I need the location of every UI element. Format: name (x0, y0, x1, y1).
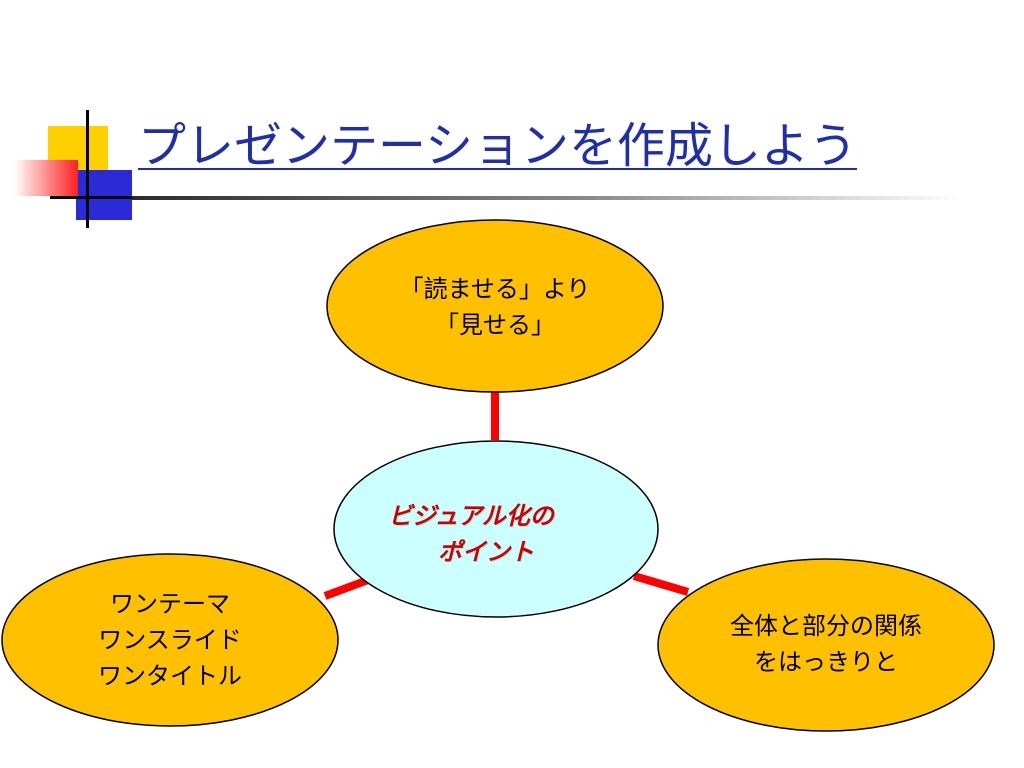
node-top-line-1: 「読ませる」より (399, 275, 591, 303)
node-right-label: 全体と部分の関係 をはっきりと (660, 604, 992, 684)
decor-red-gradient-bar (14, 160, 78, 196)
node-right-ellipse (657, 558, 995, 732)
center-line-1: ビジュアル化の (388, 502, 554, 530)
node-left-ellipse (1, 553, 339, 727)
decor-blue-square (76, 170, 132, 220)
decor-vertical-line (86, 110, 89, 228)
node-right-line-2: をはっきりと (754, 648, 898, 676)
connector-left (323, 576, 370, 600)
node-left-label: ワンテーマ ワンスライド ワンタイトル (4, 580, 336, 700)
node-right-line-1: 全体と部分の関係 (730, 612, 922, 640)
center-line-2: ポイント (438, 538, 534, 566)
slide-title: プレゼンテーションを作成しよう (138, 118, 858, 174)
center-label: ビジュアル化の ポイント (346, 494, 636, 574)
node-top-ellipse (326, 219, 664, 393)
node-left-line-3: ワンタイトル (98, 662, 242, 690)
connector-right (632, 572, 690, 596)
node-top-line-2: 「見せる」 (435, 311, 555, 339)
node-left-line-1: ワンテーマ (110, 590, 230, 618)
node-left-line-2: ワンスライド (98, 626, 242, 654)
node-top-label: 「読ませる」より 「見せる」 (330, 262, 660, 352)
center-ellipse (333, 440, 659, 618)
decor-horizontal-line (50, 196, 140, 199)
title-underline-rule (132, 196, 962, 200)
